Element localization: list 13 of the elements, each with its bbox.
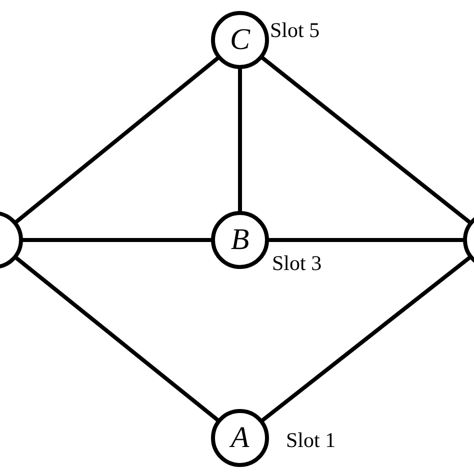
slot-label: Slot 1 (286, 430, 336, 451)
edge-line (238, 67, 242, 213)
node-label: C (230, 25, 250, 55)
edge-line (21, 238, 213, 242)
slot-label: Slot 5 (270, 20, 320, 41)
edge-line (14, 255, 220, 423)
edge-line (260, 55, 472, 225)
edge-line (260, 255, 472, 423)
node-label: B (230, 225, 250, 255)
slot-label: Slot 3 (272, 253, 322, 274)
node-label: A (230, 423, 250, 453)
edge-line (14, 55, 220, 225)
edge-line (267, 238, 465, 242)
